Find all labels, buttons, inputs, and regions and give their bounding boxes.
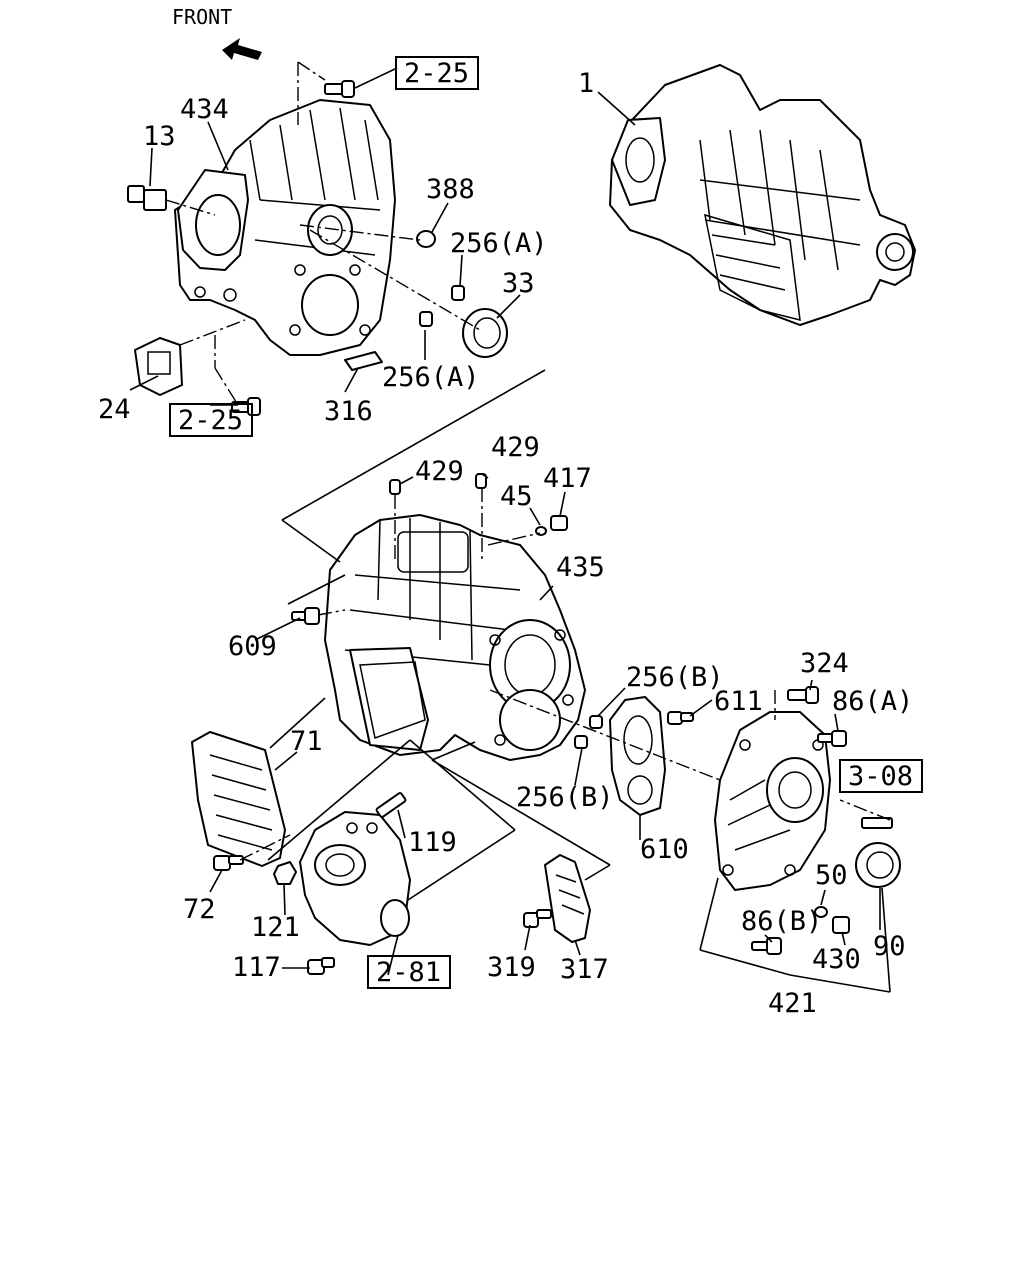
callout-609: 609 [228, 631, 277, 662]
callout-13: 13 [143, 121, 176, 152]
front-label: FRONT [172, 5, 232, 29]
callout-435: 435 [556, 552, 605, 583]
dowel-429-left-part [389, 479, 401, 495]
nut-121-part [273, 861, 297, 885]
ref-box-bottom[interactable]: 2-81 [367, 955, 451, 989]
plug-430-part [832, 916, 850, 934]
dowel-429-right-part [475, 473, 487, 489]
callout-429-right: 429 [491, 432, 540, 463]
bolt-top-part [324, 80, 355, 98]
callout-421: 421 [768, 988, 817, 1019]
ref-left-label: 2-25 [178, 405, 243, 436]
bolt-609-part [291, 607, 320, 625]
plate-316-part [344, 351, 383, 371]
callout-71: 71 [290, 726, 323, 757]
front-arrow-icon [222, 38, 262, 60]
callout-256b-bottom: 256(B) [516, 782, 614, 813]
ref-bottom-label: 2-81 [376, 957, 441, 988]
gasket-610-part [609, 696, 666, 816]
assembly-lines [165, 61, 891, 861]
callout-256b-top: 256(B) [626, 662, 724, 693]
callout-417: 417 [543, 463, 592, 494]
callout-434: 434 [180, 94, 229, 125]
stud-119-part [375, 792, 407, 818]
callout-1: 1 [578, 68, 594, 99]
ref-right-label: 3-08 [848, 761, 913, 792]
oil-seal-33-part [462, 308, 508, 358]
bolt-72-part [213, 855, 244, 871]
bolt-13-part [127, 185, 167, 211]
callout-316: 316 [324, 396, 373, 427]
pto-unit-part [299, 811, 411, 946]
plug-417-part [550, 515, 568, 531]
transmission-case-part [324, 514, 586, 761]
callout-611: 611 [714, 686, 763, 717]
rear-cover-421-part [714, 711, 831, 891]
ref-box-top[interactable]: 2-25 [395, 56, 479, 90]
callout-324: 324 [800, 648, 849, 679]
ref-box-right[interactable]: 3-08 [839, 759, 923, 793]
bolt-86a-part [817, 730, 847, 747]
callout-610: 610 [640, 834, 689, 865]
bolt-324-part [787, 686, 819, 704]
bushing-388-part [416, 230, 436, 248]
oil-seal-90-part [855, 842, 901, 888]
callout-117: 117 [232, 952, 281, 983]
bolt-319-part [523, 909, 552, 928]
dowel-256b-part [574, 715, 603, 749]
callout-121: 121 [251, 912, 300, 943]
callout-256a-top: 256(A) [450, 228, 548, 259]
callout-50: 50 [815, 860, 848, 891]
transmission-assembly-part [609, 64, 916, 326]
callout-33: 33 [502, 268, 535, 299]
side-cover-71-part [191, 731, 286, 867]
callout-319: 319 [487, 952, 536, 983]
ref-top-label: 2-25 [404, 58, 469, 89]
callout-labels: 1 13 434 388 256(A) 33 256(A) 24 316 429… [98, 68, 913, 1019]
callout-317: 317 [560, 954, 609, 985]
ref-box-left[interactable]: 2-25 [169, 403, 253, 437]
callout-388: 388 [426, 174, 475, 205]
bolt-86b-part [751, 937, 782, 955]
callout-45: 45 [500, 481, 533, 512]
clutch-housing-part [174, 99, 396, 356]
cover-24-part [134, 337, 183, 396]
bolt-117-part [307, 957, 335, 975]
callout-24: 24 [98, 394, 131, 425]
cover-317-part [544, 854, 591, 943]
dowel-pin-256a-part [419, 285, 465, 327]
stud-3-08-part [861, 817, 893, 829]
callout-72: 72 [183, 894, 216, 925]
callout-256a-bottom: 256(A) [382, 362, 480, 393]
bolt-611-part [667, 711, 694, 725]
callout-86b: 86(B) [741, 906, 822, 937]
callout-119: 119 [408, 827, 457, 858]
o-ring-50-part [814, 906, 828, 918]
callout-90: 90 [873, 931, 906, 962]
leader-lines [129, 67, 891, 993]
callout-86a: 86(A) [832, 686, 913, 717]
callout-429-left: 429 [415, 456, 464, 487]
callout-430: 430 [812, 944, 861, 975]
